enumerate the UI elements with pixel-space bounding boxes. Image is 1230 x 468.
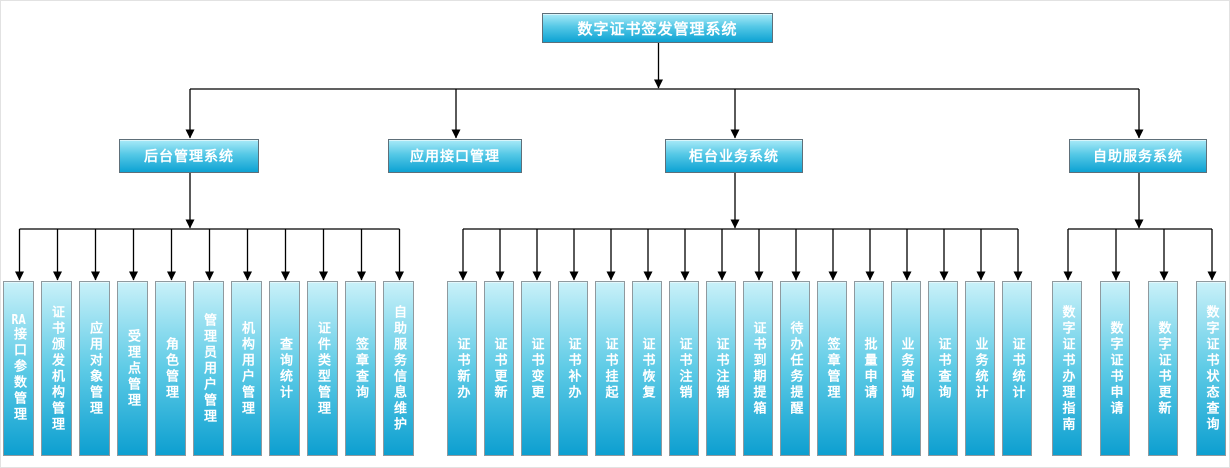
root-node: 数字证书签发管理系统: [542, 13, 773, 43]
leaf-node-label: 证书统计: [1009, 336, 1025, 401]
leaf-node-label: 批量申请: [861, 336, 877, 401]
leaf-node-label: 证书变更: [528, 336, 544, 401]
leaf-node: 业务查询: [891, 281, 921, 456]
branch-node-label: 应用接口管理: [410, 149, 500, 165]
leaf-node: 证书注销: [669, 281, 699, 456]
leaf-node-label: 证书补办: [565, 336, 581, 401]
leaf-node: 角色管理: [155, 281, 186, 456]
leaf-node: 证书统计: [1002, 281, 1032, 456]
leaf-node: 数字证书状态查询: [1196, 281, 1226, 456]
leaf-node-label: 证书注销: [676, 336, 692, 401]
leaf-node: 证书新办: [447, 281, 477, 456]
leaf-node: 签章管理: [817, 281, 847, 456]
leaf-node: 证书补办: [558, 281, 588, 456]
branch-node-label: 柜台业务系统: [689, 149, 779, 165]
leaf-row-self-service: 数字证书办理指南 数字证书申请 数字证书更新 数字证书状态查询: [1052, 281, 1226, 456]
leaf-node: 业务统计: [965, 281, 995, 456]
leaf-node-label: 签章管理: [824, 336, 840, 401]
leaf-node: 证书注销: [706, 281, 736, 456]
leaf-node: 自助服务信息维护: [383, 281, 414, 456]
leaf-node-label: 证书颁发机构管理: [49, 304, 64, 433]
branch-node-api-management: 应用接口管理: [388, 139, 522, 173]
leaf-node-label: 签章查询: [353, 336, 368, 401]
branch-node-backend-management: 后台管理系统: [119, 139, 259, 173]
leaf-node-label: 业务统计: [972, 336, 988, 401]
leaf-node-label: 数字证书申请: [1107, 320, 1123, 417]
leaf-node: 证书查询: [928, 281, 958, 456]
leaf-node-label: 证书查询: [935, 336, 951, 401]
leaf-node: 数字证书更新: [1148, 281, 1178, 456]
leaf-node-label: 证件类型管理: [315, 320, 330, 417]
leaf-node: 待办任务提醒: [780, 281, 810, 456]
leaf-node: 证件类型管理: [307, 281, 338, 456]
leaf-node-label: 数字证书状态查询: [1203, 304, 1219, 433]
leaf-row-backend-management: RA接口参数管理 证书颁发机构管理 应用对象管理 受理点管理 角色管理 管理员用户管理 机构…: [3, 281, 414, 456]
leaf-node-label: 受理点管理: [125, 328, 140, 409]
leaf-node: RA接口参数管理: [3, 281, 34, 456]
leaf-node-label: 证书注销: [713, 336, 729, 401]
leaf-node-label: 数字证书办理指南: [1059, 304, 1075, 433]
leaf-node: 机构用户管理: [231, 281, 262, 456]
leaf-node: 数字证书申请: [1100, 281, 1130, 456]
leaf-node-label: 证书新办: [454, 336, 470, 401]
leaf-node-label: 证书挂起: [602, 336, 618, 401]
leaf-node: 管理员用户管理: [193, 281, 224, 456]
branch-node-self-service: 自助服务系统: [1069, 139, 1207, 173]
leaf-node-label: 应用对象管理: [87, 320, 102, 417]
leaf-node: 数字证书办理指南: [1052, 281, 1082, 456]
leaf-node-label: 数字证书更新: [1155, 320, 1171, 417]
root-node-label: 数字证书签发管理系统: [577, 19, 738, 38]
leaf-node: 证书颁发机构管理: [41, 281, 72, 456]
leaf-node-label: 待办任务提醒: [787, 320, 803, 417]
branch-node-counter-business: 柜台业务系统: [665, 139, 803, 173]
leaf-node: 受理点管理: [117, 281, 148, 456]
leaf-node-label: 业务查询: [898, 336, 914, 401]
leaf-node: 证书到期提箱: [743, 281, 773, 456]
leaf-node: 证书挂起: [595, 281, 625, 456]
leaf-node-label: 证书到期提箱: [750, 320, 766, 417]
leaf-node-label: RA接口参数管理: [11, 314, 26, 423]
leaf-node-label: 管理员用户管理: [201, 312, 216, 425]
leaf-node: 证书更新: [484, 281, 514, 456]
leaf-node: 查询统计: [269, 281, 300, 456]
branch-node-label: 后台管理系统: [144, 149, 234, 165]
leaf-node-label: 证书更新: [491, 336, 507, 401]
leaf-node: 应用对象管理: [79, 281, 110, 456]
leaf-row-counter-business: 证书新办 证书更新 证书变更 证书补办 证书挂起 证书恢复 证书注销 证书注销 证书到期提箱 待办…: [447, 281, 1032, 456]
leaf-node-label: 查询统计: [277, 336, 292, 401]
leaf-node: 批量申请: [854, 281, 884, 456]
leaf-node-label: 机构用户管理: [239, 320, 254, 417]
leaf-node: 签章查询: [345, 281, 376, 456]
leaf-node-label: 证书恢复: [639, 336, 655, 401]
leaf-node-label: 自助服务信息维护: [391, 304, 406, 433]
leaf-node-label: 角色管理: [163, 336, 178, 401]
branch-node-label: 自助服务系统: [1093, 149, 1183, 165]
leaf-node: 证书恢复: [632, 281, 662, 456]
leaf-node: 证书变更: [521, 281, 551, 456]
